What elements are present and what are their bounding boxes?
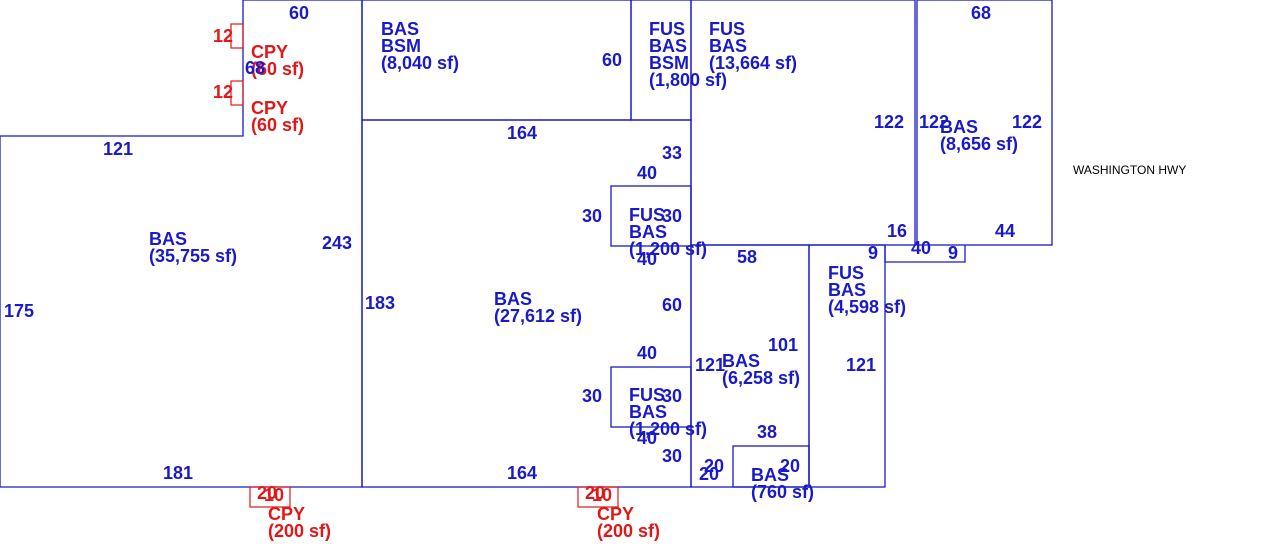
area-label: BAS BSM (8,040 sf) — [381, 19, 459, 73]
dimension-label: 40 — [637, 249, 657, 269]
dimension-label: 60 — [289, 3, 309, 23]
outline-fus-bas-4598 — [808, 244, 886, 488]
dimension-label: 33 — [662, 143, 682, 163]
area-label: FUS BAS BSM (1,800 sf) — [649, 19, 727, 90]
outline-bas-760 — [732, 445, 810, 488]
dimension-label: 60 — [662, 295, 682, 315]
dimension-label: 40 — [637, 428, 657, 448]
dimension-label: 44 — [995, 221, 1015, 241]
dimension-label: 164 — [507, 123, 537, 143]
canopy-dimension-label: 12 — [213, 26, 233, 46]
canopy-dimension-label: 10 — [264, 485, 284, 505]
dimension-label: 30 — [662, 446, 682, 466]
area-label: FUS BAS (13,664 sf) — [709, 19, 797, 73]
area-labels: BAS BSM (8,040 sf) FUS BAS BSM (1,800 sf… — [149, 19, 1018, 502]
canopy-dimension-labels: 12 12 20 10 20 10 — [213, 26, 612, 505]
area-label: FUS BAS (4,598 sf) — [828, 263, 906, 317]
outline-bas-35755 — [0, 0, 363, 488]
dimension-label: 181 — [163, 463, 193, 483]
canopy-dimension-label: 20 — [257, 483, 277, 503]
dimension-label: 38 — [757, 422, 777, 442]
canopy-dimension-label: 12 — [213, 82, 233, 102]
dimension-label: 122 — [1012, 112, 1042, 132]
area-label: BAS (760 sf) — [751, 465, 814, 502]
dimension-label: 68 — [245, 58, 265, 78]
area-label: FUS BAS (1,200 sf) — [629, 385, 707, 439]
dimension-label: 164 — [507, 463, 537, 483]
area-label: BAS (35,755 sf) — [149, 229, 237, 266]
dimension-label: 40 — [911, 238, 931, 258]
canopy-label: CPY (60 sf) — [251, 98, 304, 135]
dimension-label: 175 — [4, 301, 34, 321]
dimension-label: 121 — [103, 139, 133, 159]
dimension-label: 60 — [602, 50, 622, 70]
dimension-label: 9 — [948, 243, 958, 263]
dimension-label: 16 — [887, 221, 907, 241]
canopy-dimension-label: 20 — [585, 483, 605, 503]
dimension-label: 30 — [662, 206, 682, 226]
dimension-label: 121 — [695, 355, 725, 375]
building-outlines — [0, 0, 1053, 488]
canopy-label: CPY (60 sf) — [251, 42, 304, 79]
area-label: BAS (27,612 sf) — [494, 289, 582, 326]
dimension-label: 243 — [322, 233, 352, 253]
outline-cpy-bottom-right — [577, 486, 619, 508]
outline-cpy-bottom-left — [249, 486, 291, 508]
dimension-label: 30 — [662, 386, 682, 406]
canopy-label: CPY (200 sf) — [597, 504, 660, 541]
area-label: BAS (6,258 sf) — [722, 351, 800, 388]
dimension-labels: 60 68 121 175 243 181 164 183 164 60 33 … — [4, 3, 1042, 484]
dimension-label: 122 — [874, 112, 904, 132]
dimension-label: 9 — [868, 243, 878, 263]
dimension-label: 121 — [846, 355, 876, 375]
canopy-label: CPY (200 sf) — [268, 504, 331, 541]
dimension-label: 183 — [365, 293, 395, 313]
dimension-label: 30 — [582, 206, 602, 226]
dimension-label: 68 — [971, 3, 991, 23]
dimension-label: 20 — [699, 464, 719, 484]
outline-bas-8656 — [916, 0, 1053, 246]
dimension-label: 122 — [919, 112, 949, 132]
area-label: FUS BAS (1,200 sf) — [629, 205, 707, 259]
dimension-label: 20 — [704, 456, 724, 476]
canopy-dimension-label: 10 — [592, 485, 612, 505]
outline-cpy-upper — [230, 23, 244, 49]
canopy-labels: CPY (60 sf) CPY (60 sf) CPY (200 sf) CPY… — [251, 42, 660, 541]
dimension-label: 40 — [637, 163, 657, 183]
outline-cpy-lower — [230, 80, 244, 106]
area-label: BAS (8,656 sf) — [940, 117, 1018, 154]
canopy-outlines — [230, 23, 619, 508]
dimension-label: 58 — [737, 247, 757, 267]
dimension-label: 20 — [780, 456, 800, 476]
dimension-label: 40 — [637, 343, 657, 363]
dimension-label: 30 — [582, 386, 602, 406]
dimension-label: 101 — [768, 335, 798, 355]
street-label: WASHINGTON HWY — [1073, 163, 1186, 177]
